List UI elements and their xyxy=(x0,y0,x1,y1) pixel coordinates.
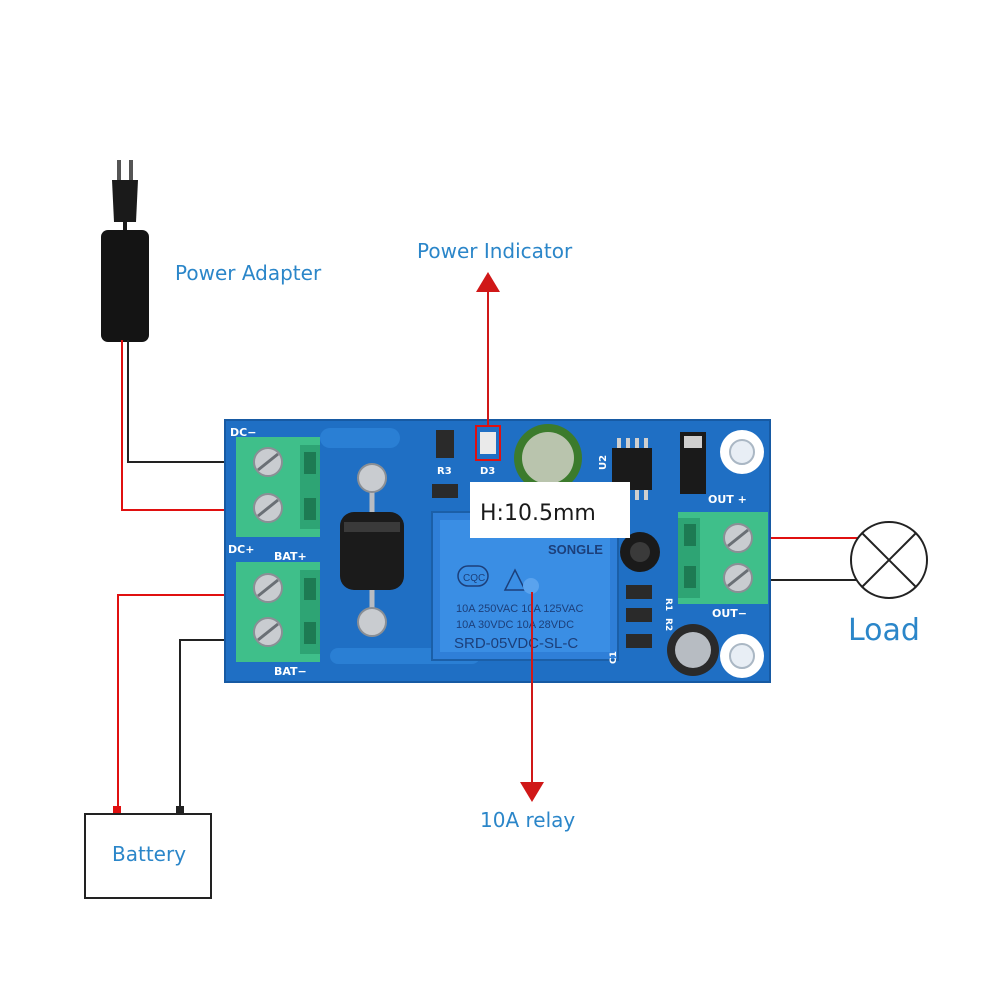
silk-d3: D3 xyxy=(480,466,495,477)
relay-rating-line2: 10A 30VDC 10A 28VDC xyxy=(456,619,574,631)
plug-prong-right xyxy=(129,160,133,180)
terminal-block-dc xyxy=(236,437,320,537)
plug-prong-left xyxy=(117,160,121,180)
resistor-r3 xyxy=(436,430,454,458)
height-callout: H:10.5mm xyxy=(480,501,596,526)
resistor-r1 xyxy=(626,585,652,599)
led-d3 xyxy=(480,432,496,454)
silk-bat-minus: BAT− xyxy=(274,665,307,678)
load-lamp xyxy=(850,521,928,599)
battery-box xyxy=(84,813,212,899)
label-relay: 10A relay xyxy=(480,808,575,832)
relay-10a: SONGLE CQC 10A 250VAC 10A 125VAC 10A 30V… xyxy=(431,511,619,661)
relay-rating-line1: 10A 250VAC 10A 125VAC xyxy=(456,603,583,615)
capacitor-c1 xyxy=(626,634,652,648)
silk-c1: C1 xyxy=(609,651,619,664)
silk-dc-plus: DC+ xyxy=(228,543,254,556)
terminal-block-out xyxy=(678,512,768,604)
relay-cqc-mark: CQC xyxy=(463,573,485,584)
adapter-black-wire xyxy=(127,340,262,463)
silk-out-plus: OUT + xyxy=(708,493,747,506)
pcb-board: SONGLE CQC 10A 250VAC 10A 125VAC 10A 30V… xyxy=(224,419,771,683)
label-power-adapter: Power Adapter xyxy=(175,261,322,285)
silk-u2: U2 xyxy=(598,455,609,470)
silk-dc-minus: DC− xyxy=(230,426,256,439)
power-adapter xyxy=(101,160,149,342)
silk-r2: R2 xyxy=(663,618,673,631)
smd-part xyxy=(432,484,458,498)
label-load: Load xyxy=(848,613,920,648)
battery-plus-terminal xyxy=(113,806,121,814)
diode xyxy=(340,463,404,637)
silk-r3: R3 xyxy=(437,466,452,477)
silk-bat-plus: BAT+ xyxy=(274,550,307,563)
terminal-block-battery xyxy=(236,562,320,662)
label-battery: Battery xyxy=(112,842,186,866)
battery-red-wire xyxy=(117,594,262,810)
relay-brand: SONGLE xyxy=(548,542,603,557)
silk-r1: R1 xyxy=(663,598,673,611)
adapter-red-wire xyxy=(121,340,262,511)
resistor-r2 xyxy=(626,608,652,622)
silk-out-minus: OUT− xyxy=(712,607,747,620)
battery-minus-terminal xyxy=(176,806,184,814)
adapter-brick xyxy=(101,230,149,342)
plug-head xyxy=(112,180,138,222)
height-callout-box xyxy=(470,482,630,538)
relay-model: SRD-05VDC-SL-C xyxy=(454,635,578,652)
battery xyxy=(84,806,212,899)
label-power-indicator: Power Indicator xyxy=(417,239,573,263)
